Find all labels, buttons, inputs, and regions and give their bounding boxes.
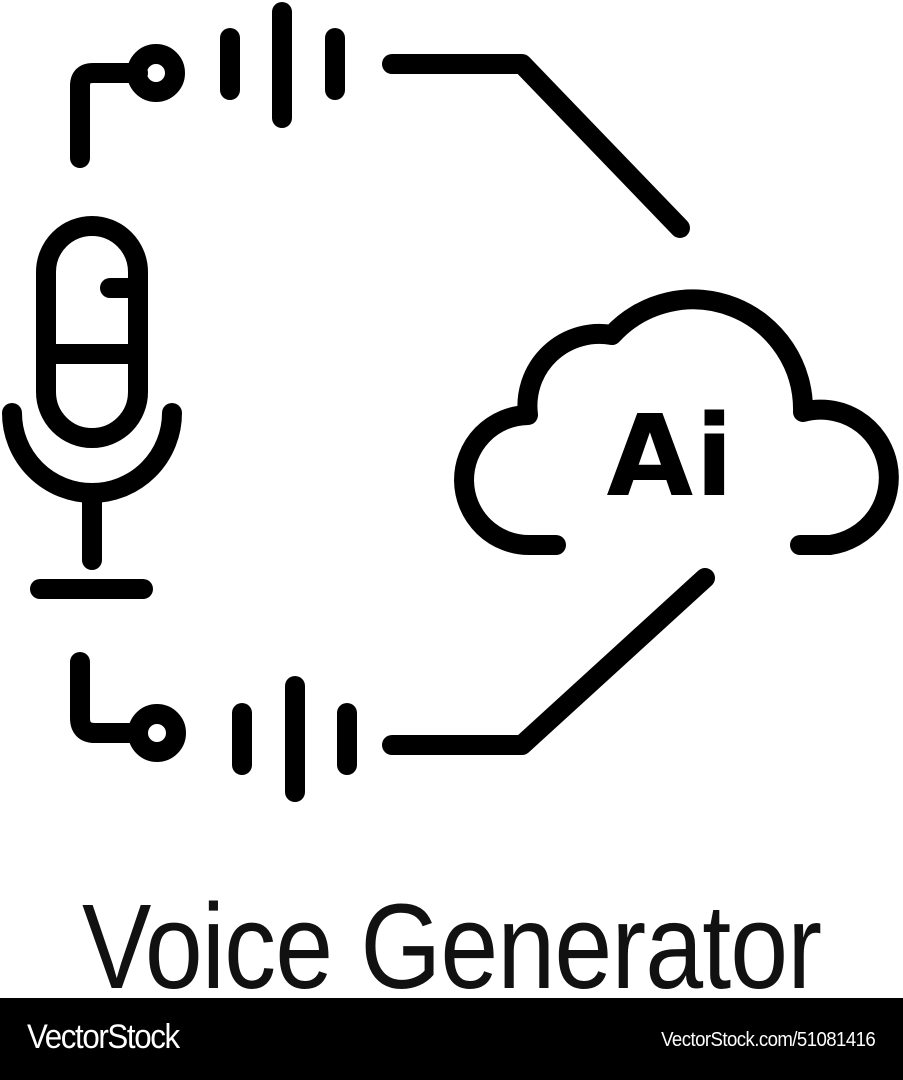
watermark-footer: VectorStock VectorStock.com/51081416	[0, 998, 903, 1080]
cloud-icon	[454, 289, 899, 556]
top-right-connector-line-icon	[382, 54, 690, 238]
bottom-sound-wave-icon	[232, 676, 357, 802]
brand-logo-text: VectorStock	[27, 1018, 180, 1056]
page-title: Voice Generator	[82, 878, 822, 1014]
microphone-icon	[2, 216, 182, 599]
top-sound-wave-icon	[220, 2, 345, 128]
ai-label: Ai	[606, 392, 735, 522]
bottom-connector-icon	[70, 652, 186, 762]
bottom-right-connector-line-icon	[382, 568, 715, 755]
top-connector-icon	[70, 44, 185, 168]
image-id-text: VectorStock.com/51081416	[660, 1029, 876, 1051]
voice-generator-illustration: Ai	[2, 2, 899, 802]
